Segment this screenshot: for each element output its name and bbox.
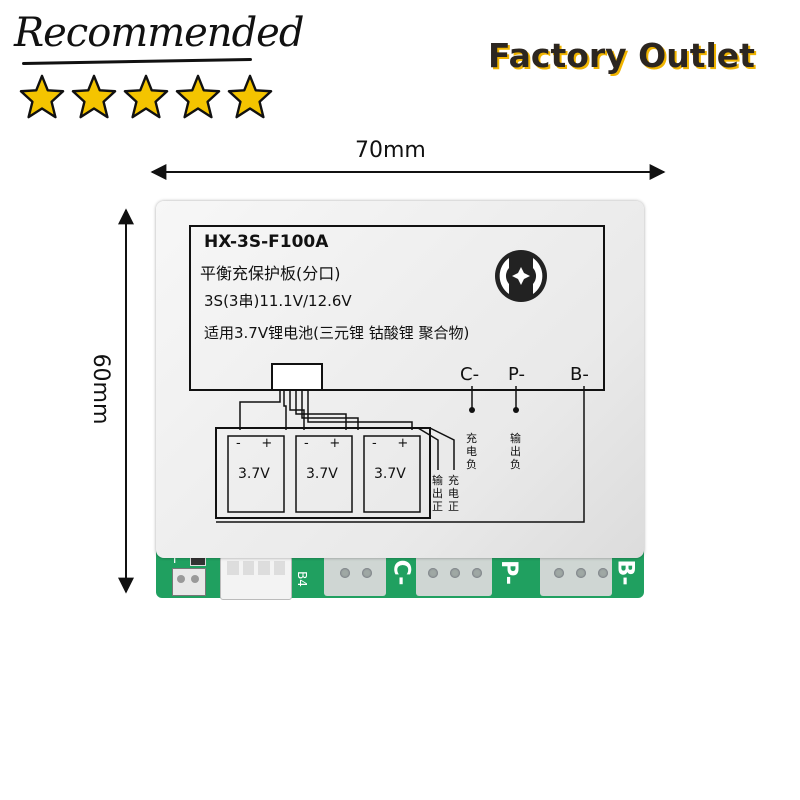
- factory-outlet-title: Factory Outlet: [488, 36, 755, 75]
- star-icon: [175, 74, 221, 119]
- cell-1-polarity: - +: [236, 436, 273, 451]
- cell-3-voltage: 3.7V: [374, 466, 406, 482]
- width-label: 70mm: [355, 138, 426, 163]
- balance-connector: [220, 556, 292, 600]
- terminal-label-p: P-: [508, 364, 525, 385]
- info-box: [189, 225, 605, 391]
- cell-1-voltage: 3.7V: [238, 466, 270, 482]
- protection-board-label: [156, 201, 644, 558]
- t-terminal: [172, 568, 206, 596]
- terminal-label-c: C-: [460, 364, 480, 385]
- t-label: T: [171, 552, 179, 566]
- cell-2: [295, 435, 353, 513]
- cell-2-voltage: 3.7V: [306, 466, 338, 482]
- terminal-label-b: B-: [570, 364, 589, 385]
- rating-stars: [18, 74, 274, 120]
- output-negative-label: 输出负: [510, 432, 521, 471]
- cell-3: [363, 435, 421, 513]
- recommended-badge-text: Recommended: [14, 10, 304, 56]
- battery-pack-outline: [215, 427, 431, 519]
- star-icon: [19, 74, 65, 119]
- star-icon: [227, 74, 273, 119]
- star-icon: [71, 74, 117, 119]
- model-number: HX-3S-F100A: [204, 232, 329, 252]
- company-logo-icon: [495, 250, 547, 302]
- label-line-3: 适用3.7V锂电池(三元锂 钴酸锂 聚合物): [204, 324, 470, 342]
- cell-2-polarity: - +: [304, 436, 341, 451]
- cell-1: [227, 435, 285, 513]
- star-icon: [123, 74, 169, 119]
- output-positive-label: 输出正: [432, 474, 443, 513]
- charge-positive-label: 充电正: [448, 474, 459, 513]
- label-line-1: 平衡充保护板(分口): [200, 264, 341, 283]
- cell-3-polarity: - +: [372, 436, 409, 451]
- label-line-2: 3S(3串)11.1V/12.6V: [204, 292, 352, 310]
- connector-block: [271, 363, 323, 391]
- charge-negative-label: 充电负: [466, 432, 477, 471]
